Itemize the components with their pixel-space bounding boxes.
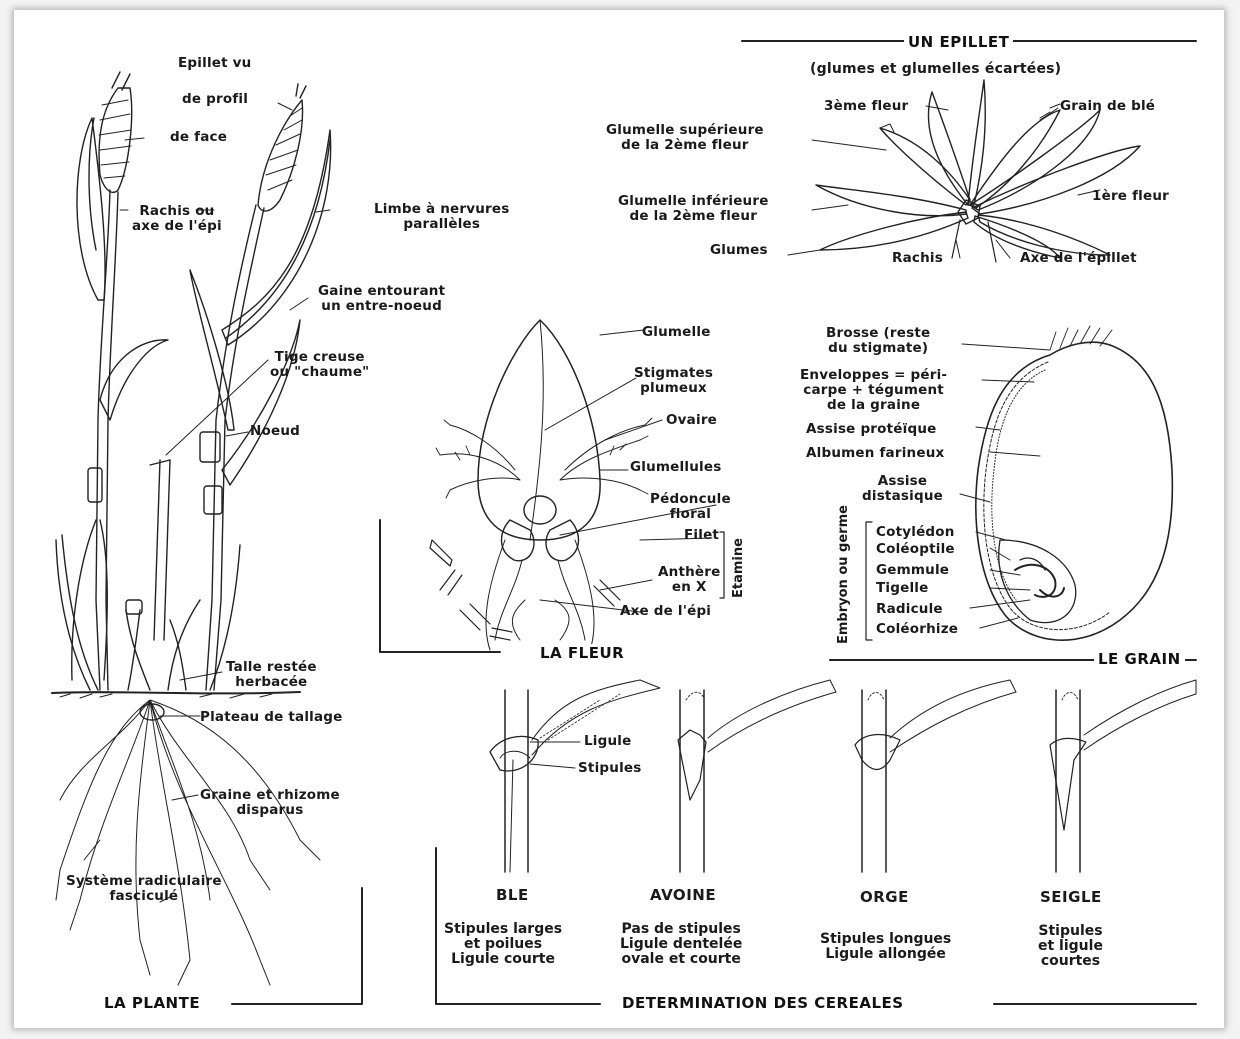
- label-enveloppes: Enveloppes = péri- carpe + tégument de l…: [800, 368, 947, 413]
- label-stigmates: Stigmates plumeux: [634, 366, 713, 396]
- label-systeme-radiculaire: Système radiculaire fasciculé: [66, 874, 222, 904]
- label-axe-epillet: Axe de l'épillet: [1020, 251, 1137, 266]
- plant-title-rule: [232, 888, 362, 1004]
- label-talle: Talle restée herbacée: [226, 660, 317, 690]
- label-grain-de-ble: Grain de blé: [1060, 99, 1155, 114]
- cereal-desc-ble: Stipules larges et poilues Ligule courte: [444, 922, 562, 967]
- label-glumelle-inferieure: Glumelle inférieure de la 2ème fleur: [618, 194, 769, 224]
- cereal-name-avoine: AVOINE: [650, 886, 716, 904]
- spikelet-subtitle: (glumes et glumelles écartées): [810, 62, 1061, 77]
- label-gaine: Gaine entourant un entre-noeud: [318, 284, 445, 314]
- label-epillet-vu: Epillet vu: [178, 56, 252, 71]
- label-embryon: Embryon ou germe: [836, 505, 851, 644]
- label-albumen: Albumen farineux: [806, 446, 944, 461]
- label-tige: Tige creuse ou "chaume": [270, 350, 369, 380]
- label-anthere: Anthère en X: [658, 565, 721, 595]
- label-cotyledon: Cotylédon: [876, 525, 955, 540]
- label-ligule: Ligule: [584, 734, 632, 749]
- label-rachis-plante: Rachis ou axe de l'épi: [132, 204, 222, 234]
- label-plateau: Plateau de tallage: [200, 710, 343, 725]
- cereal-desc-seigle: Stipules et ligule courtes: [1038, 924, 1103, 969]
- cereal-name-ble: BLE: [496, 886, 529, 904]
- label-1ere-fleur: 1ère fleur: [1092, 189, 1169, 204]
- label-coleorhize: Coléorhize: [876, 622, 958, 637]
- label-glumellules: Glumellules: [630, 460, 721, 475]
- label-3eme-fleur: 3ème fleur: [824, 99, 908, 114]
- label-de-face: de face: [170, 130, 227, 145]
- label-glumelle-superieure: Glumelle supérieure de la 2ème fleur: [606, 123, 764, 153]
- label-coleoptile: Coléoptile: [876, 542, 955, 557]
- label-stipules: Stipules: [578, 761, 642, 776]
- grain-title: LE GRAIN: [1094, 650, 1185, 668]
- label-graine-rhizome: Graine et rhizome disparus: [200, 788, 340, 818]
- label-limbe: Limbe à nervures parallèles: [374, 202, 510, 232]
- spikelet-title: UN EPILLET: [904, 33, 1013, 51]
- plant-title: LA PLANTE: [100, 994, 204, 1012]
- label-filet: Filet: [684, 528, 719, 543]
- cereal-desc-orge: Stipules longues Ligule allongée: [820, 932, 951, 962]
- label-glumelle: Glumelle: [642, 325, 711, 340]
- label-radicule: Radicule: [876, 602, 943, 617]
- label-etamine: Etamine: [731, 538, 746, 598]
- label-rachis-epillet: Rachis: [892, 251, 943, 266]
- label-ovaire: Ovaire: [666, 413, 717, 428]
- label-brosse: Brosse (reste du stigmate): [826, 326, 930, 356]
- cereal-desc-avoine: Pas de stipules Ligule dentelée ovale et…: [620, 922, 742, 967]
- label-gemmule: Gemmule: [876, 563, 949, 578]
- label-assise-proteique: Assise protéïque: [806, 422, 937, 437]
- label-glumes: Glumes: [710, 243, 768, 258]
- cereal-name-orge: ORGE: [860, 888, 909, 906]
- flower-title: LA FLEUR: [536, 644, 628, 662]
- cereals-title: DETERMINATION DES CEREALES: [618, 994, 908, 1012]
- label-assise-distasique: Assise distasique: [862, 474, 943, 504]
- label-de-profil: de profil: [182, 92, 248, 107]
- label-tigelle: Tigelle: [876, 581, 928, 596]
- label-noeud: Noeud: [250, 424, 300, 439]
- label-pedoncule: Pédoncule floral: [650, 492, 731, 522]
- cereal-name-seigle: SEIGLE: [1040, 888, 1102, 906]
- label-axe-epi: Axe de l'épi: [620, 604, 711, 619]
